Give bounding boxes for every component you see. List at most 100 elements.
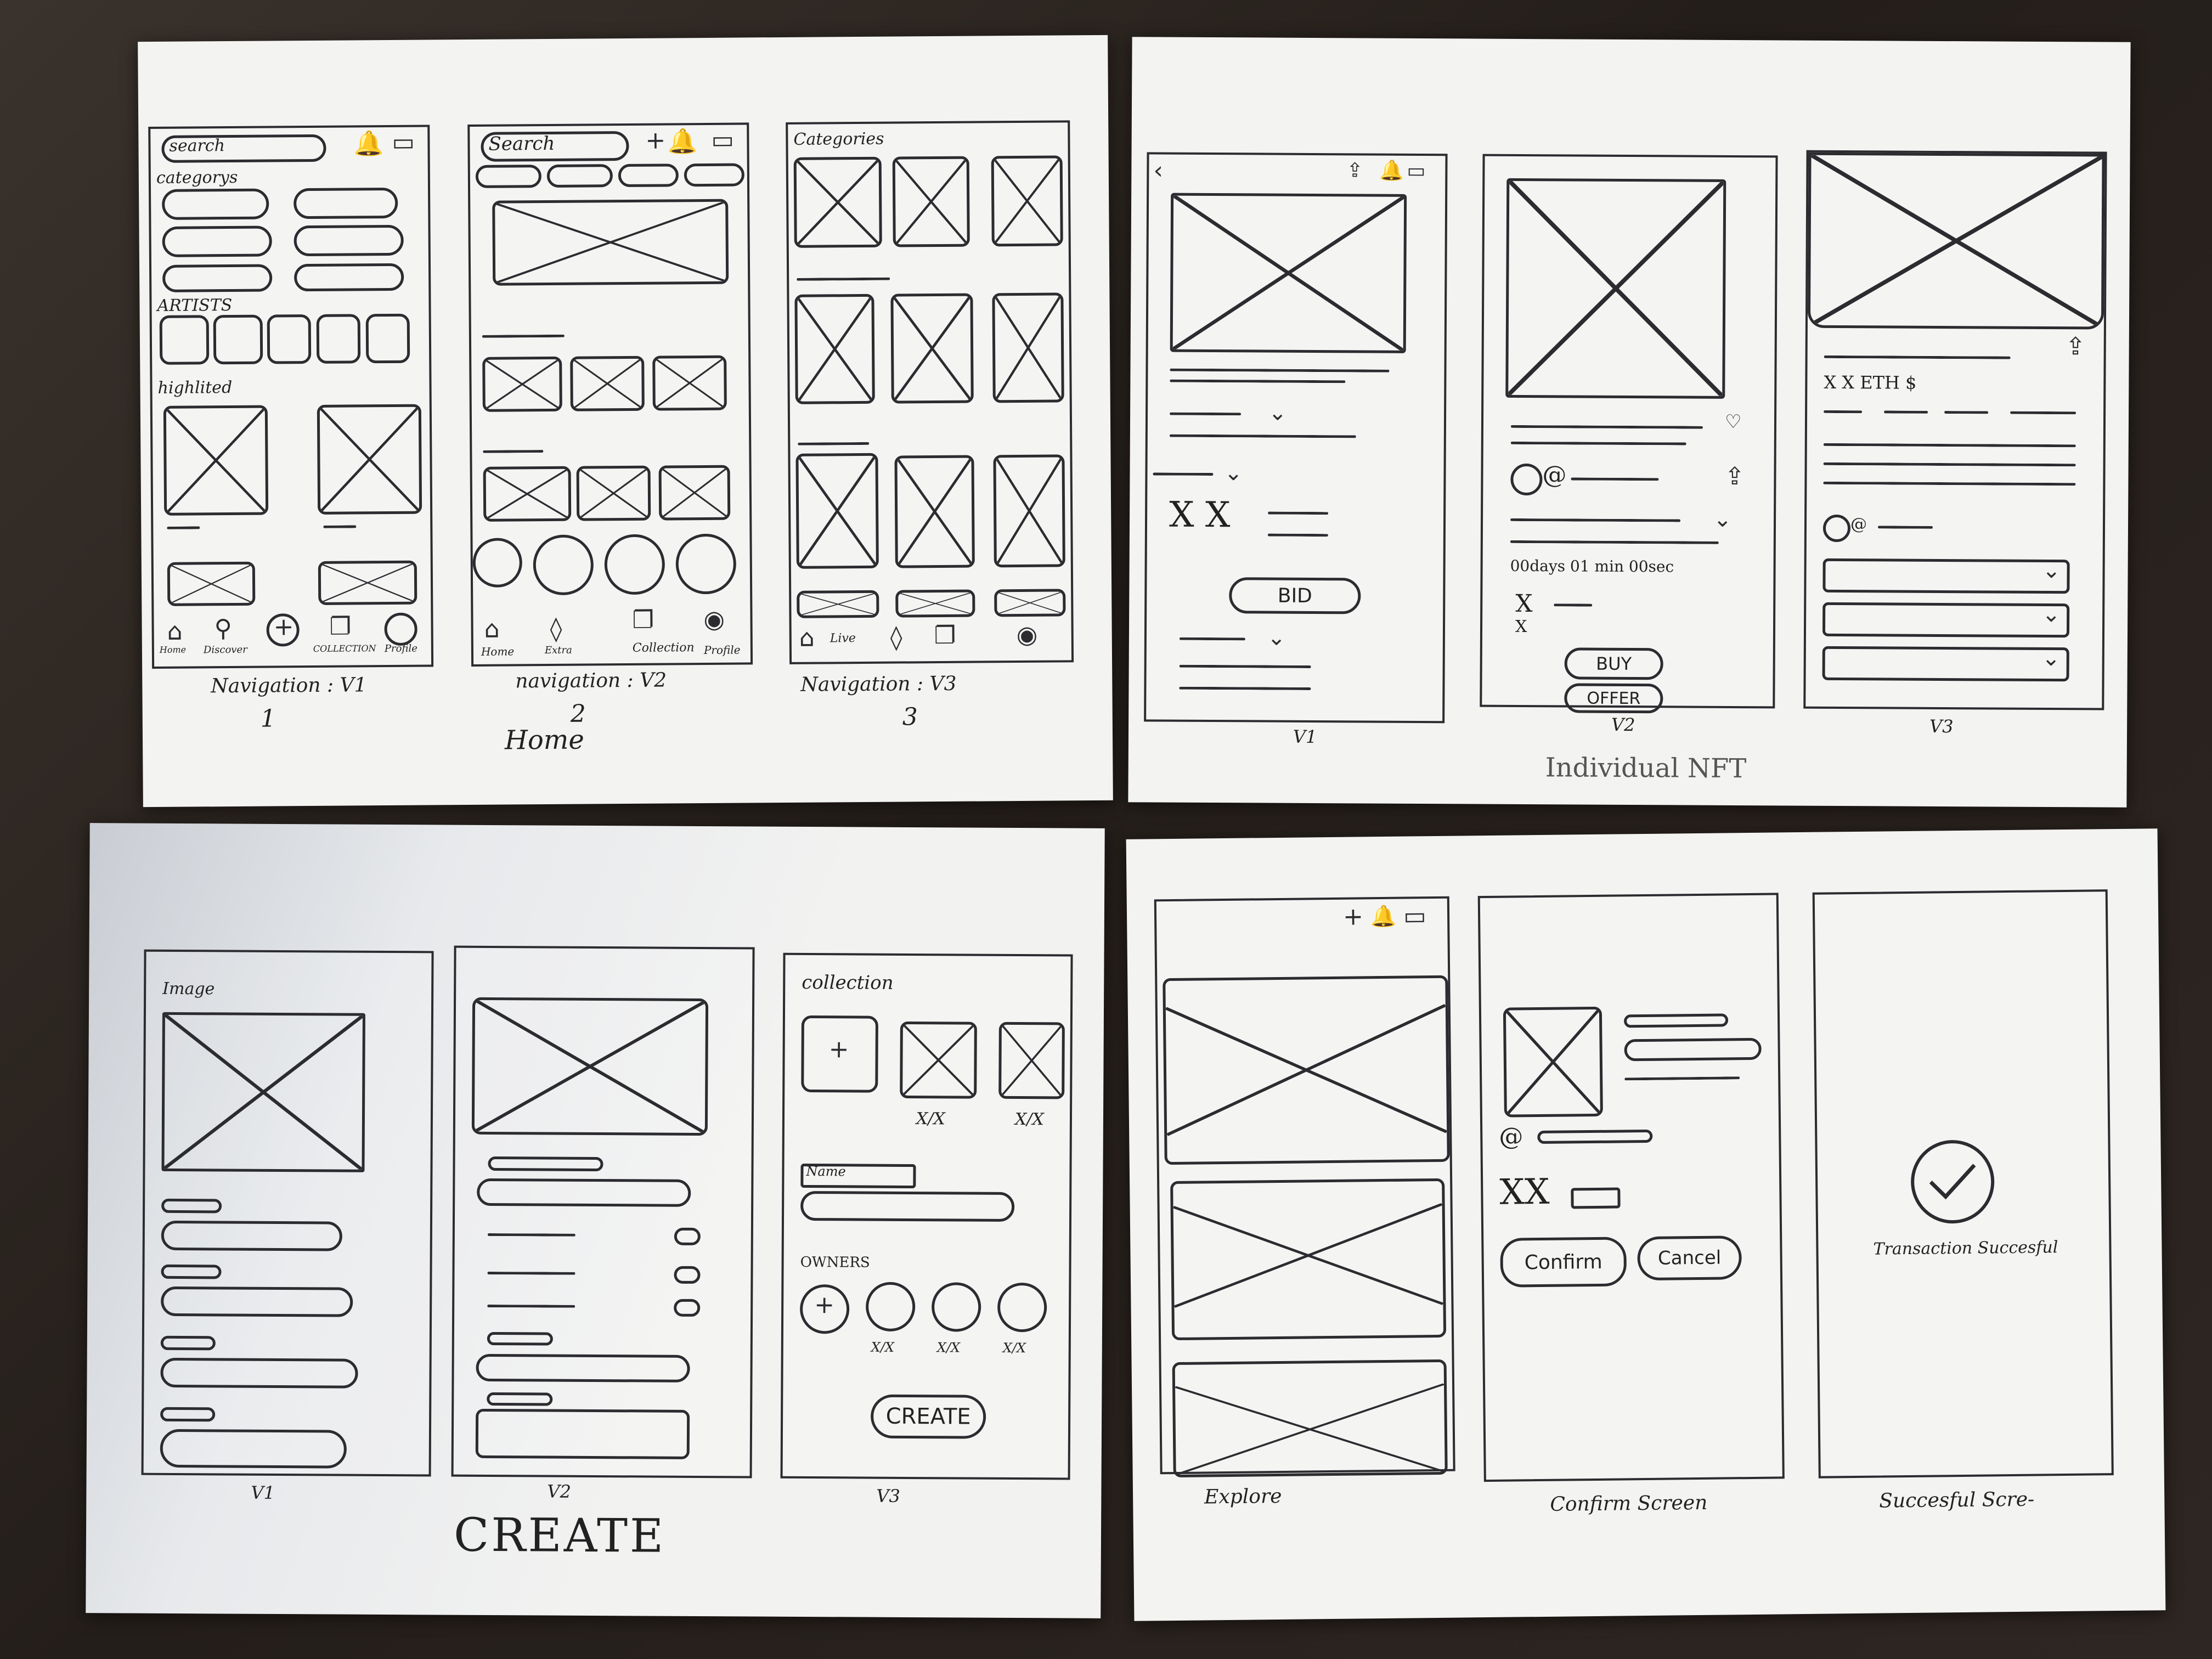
heart-icon[interactable]: ♡ xyxy=(1724,410,1742,433)
home-nav-icon[interactable]: ⌂ xyxy=(799,624,815,652)
artist-card[interactable] xyxy=(794,294,875,404)
carousel-banner[interactable] xyxy=(492,199,729,286)
filter-chip[interactable] xyxy=(475,165,542,188)
upload-image-box[interactable] xyxy=(471,997,709,1136)
buy-button[interactable]: BUY xyxy=(1564,647,1663,680)
chevron-down-icon[interactable]: ⌄ xyxy=(1267,625,1286,651)
nft-card[interactable] xyxy=(658,465,731,521)
bell-icon[interactable]: 🔔 xyxy=(1379,159,1404,182)
wallet-icon[interactable]: ▭ xyxy=(1407,159,1426,183)
bid-button[interactable]: BID xyxy=(1229,577,1361,614)
wallet-icon[interactable]: ▭ xyxy=(1403,902,1426,930)
bell-icon[interactable]: 🔔 xyxy=(667,127,698,156)
artist-avatar[interactable] xyxy=(316,314,361,364)
toggle-switch[interactable] xyxy=(674,1266,701,1284)
artist-card[interactable] xyxy=(992,292,1064,403)
nft-main-image[interactable] xyxy=(1807,152,2105,330)
nft-listing-card[interactable] xyxy=(993,454,1065,568)
upload-image-box[interactable] xyxy=(161,1012,365,1172)
category-chip[interactable] xyxy=(294,187,398,219)
extra-diamond-icon[interactable]: ◊ xyxy=(550,614,562,643)
nft-listing-card[interactable] xyxy=(894,455,975,568)
home-nav-icon[interactable]: ⌂ xyxy=(167,617,183,646)
chevron-down-icon[interactable]: ⌄ xyxy=(2042,557,2061,584)
collection-item-image[interactable] xyxy=(998,1022,1065,1099)
owner-avatar[interactable] xyxy=(1822,514,1851,543)
profile-nav-icon[interactable]: ◉ xyxy=(703,605,725,634)
owner-avatar[interactable] xyxy=(997,1282,1047,1333)
share-icon[interactable]: ⇪ xyxy=(1346,159,1363,182)
category-chip[interactable] xyxy=(294,263,404,292)
bell-icon[interactable]: 🔔 xyxy=(1370,904,1397,929)
form-input-field[interactable] xyxy=(477,1178,691,1207)
detail-dropdown[interactable] xyxy=(1822,602,2070,638)
form-input-field[interactable] xyxy=(160,1357,358,1389)
explore-feed-card[interactable] xyxy=(1172,1359,1448,1478)
create-button[interactable]: CREATE xyxy=(870,1394,986,1439)
detail-dropdown[interactable] xyxy=(1822,558,2070,594)
offer-button[interactable]: OFFER xyxy=(1564,683,1663,714)
bell-icon[interactable]: 🔔 xyxy=(353,129,384,158)
form-textarea[interactable] xyxy=(475,1408,690,1459)
explore-feed-card[interactable] xyxy=(1170,1178,1447,1341)
nft-card[interactable] xyxy=(652,355,727,411)
detail-dropdown[interactable] xyxy=(1822,646,2069,682)
owner-avatar[interactable] xyxy=(931,1282,981,1332)
add-icon[interactable]: + xyxy=(645,126,666,155)
form-input-field[interactable] xyxy=(161,1220,342,1251)
nft-main-image[interactable] xyxy=(1170,193,1407,353)
category-chip[interactable] xyxy=(294,224,404,257)
artist-avatar[interactable] xyxy=(472,538,523,588)
filter-chip[interactable] xyxy=(546,164,613,188)
category-tile[interactable] xyxy=(991,155,1063,247)
artist-avatar[interactable] xyxy=(604,534,665,595)
nft-main-image[interactable] xyxy=(1505,178,1726,399)
filter-chip[interactable] xyxy=(618,163,679,188)
owner-avatar[interactable] xyxy=(865,1282,916,1332)
nft-card[interactable] xyxy=(570,356,645,411)
collection-nav-icon[interactable]: ❐ xyxy=(934,621,956,650)
discover-search-icon[interactable]: ⚲ xyxy=(214,614,233,643)
collection-nav-icon[interactable]: ❐ xyxy=(329,612,352,641)
profile-nav-icon[interactable]: ◉ xyxy=(1016,620,1038,650)
artist-avatar[interactable] xyxy=(267,314,312,364)
nft-card[interactable] xyxy=(576,465,651,521)
artist-avatar[interactable] xyxy=(533,534,594,596)
nft-thumbnail[interactable] xyxy=(167,561,256,606)
category-tile[interactable] xyxy=(892,156,970,247)
form-input-field[interactable] xyxy=(160,1429,347,1469)
filter-chip[interactable] xyxy=(684,163,745,187)
nft-card[interactable] xyxy=(482,356,562,412)
artist-card[interactable] xyxy=(890,293,974,404)
nft-listing-card[interactable] xyxy=(795,453,879,569)
nft-card[interactable] xyxy=(483,466,572,522)
chevron-down-icon[interactable]: ⌄ xyxy=(1224,460,1243,486)
cancel-button[interactable]: Cancel xyxy=(1637,1235,1742,1281)
chevron-down-icon[interactable]: ⌄ xyxy=(2041,645,2061,672)
category-tile[interactable] xyxy=(793,156,882,248)
form-input-field[interactable] xyxy=(161,1286,353,1317)
toggle-switch[interactable] xyxy=(674,1299,701,1317)
back-arrow-icon[interactable]: ‹ xyxy=(1153,156,1164,185)
add-icon[interactable]: + xyxy=(1342,902,1364,931)
share-icon[interactable]: ⇪ xyxy=(2065,332,2086,361)
highlighted-nft-image[interactable] xyxy=(317,404,422,515)
name-input-field[interactable] xyxy=(800,1190,1015,1222)
artist-avatar[interactable] xyxy=(159,315,210,365)
artist-avatar[interactable] xyxy=(365,313,410,364)
share-icon[interactable]: ⇪ xyxy=(1724,462,1745,491)
owner-avatar[interactable] xyxy=(1510,463,1543,496)
category-chip[interactable] xyxy=(162,264,273,292)
wallet-icon[interactable]: ▭ xyxy=(392,128,415,156)
category-chip[interactable] xyxy=(162,188,269,220)
chevron-down-icon[interactable]: ⌄ xyxy=(1268,400,1287,426)
nft-thumbnail[interactable] xyxy=(895,589,975,618)
category-chip[interactable] xyxy=(162,225,272,257)
chevron-down-icon[interactable]: ⌄ xyxy=(1713,506,1732,532)
form-input-field[interactable] xyxy=(476,1353,690,1383)
home-nav-icon[interactable]: ⌂ xyxy=(484,615,500,644)
profile-nav-icon[interactable] xyxy=(384,612,417,646)
confirm-button[interactable]: Confirm xyxy=(1500,1237,1627,1288)
nft-thumbnail[interactable] xyxy=(318,560,417,605)
collection-nav-icon[interactable]: ❐ xyxy=(632,606,654,634)
